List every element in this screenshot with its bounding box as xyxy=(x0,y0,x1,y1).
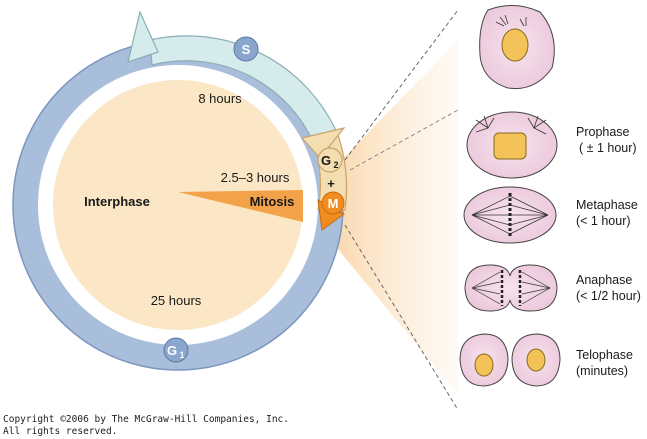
telophase-cells xyxy=(459,333,561,387)
copyright-line-1: Copyright ©2006 by The McGraw-Hill Compa… xyxy=(3,414,289,425)
guide-line-bottom xyxy=(344,224,459,411)
stage-metaphase: Metaphase (< 1 hour) xyxy=(576,197,638,229)
mitosis-label: Mitosis xyxy=(250,194,295,209)
g2-m-plus: + xyxy=(327,176,335,191)
s-arrow-head xyxy=(127,10,159,63)
copyright-notice: Copyright ©2006 by The McGraw-Hill Compa… xyxy=(3,414,289,438)
metaphase-cell xyxy=(463,186,557,244)
svg-text:G: G xyxy=(167,343,177,358)
svg-text:G: G xyxy=(321,153,331,168)
svg-text:2: 2 xyxy=(333,160,338,170)
stage-duration: (< 1/2 hour) xyxy=(576,289,641,303)
stage-prophase: Prophase ( ± 1 hour) xyxy=(576,124,637,156)
anaphase-cell xyxy=(464,264,558,312)
guide-line-top xyxy=(344,9,459,161)
stage-duration: (< 1 hour) xyxy=(576,214,631,228)
stage-name: Telophase xyxy=(576,348,633,362)
duration-g2-m: 2.5–3 hours xyxy=(221,170,290,185)
g1-badge: G 1 xyxy=(163,337,189,363)
stage-name: Metaphase xyxy=(576,198,638,212)
stage-duration: (minutes) xyxy=(576,364,629,378)
copyright-line-2: All rights reserved. xyxy=(3,426,118,437)
mitosis-wedge xyxy=(178,190,303,222)
svg-text:M: M xyxy=(328,196,339,211)
interphase-disc xyxy=(47,74,309,336)
interphase-cell xyxy=(479,5,555,90)
svg-text:S: S xyxy=(242,42,251,57)
stage-telophase: Telophase (minutes) xyxy=(576,347,633,379)
interphase-label: Interphase xyxy=(84,194,150,209)
s-badge: S xyxy=(233,36,259,62)
prophase-cell xyxy=(466,111,558,179)
duration-s: 8 hours xyxy=(198,91,242,106)
mitosis-beam xyxy=(300,40,458,395)
stage-name: Prophase xyxy=(576,125,630,139)
stage-duration: ( ± 1 hour) xyxy=(579,141,637,155)
m-badge: M xyxy=(321,191,345,215)
stage-name: Anaphase xyxy=(576,273,633,287)
svg-text:1: 1 xyxy=(179,350,184,360)
stage-anaphase: Anaphase (< 1/2 hour) xyxy=(576,272,641,304)
g2-arrow-head xyxy=(300,127,346,159)
duration-g1: 25 hours xyxy=(151,293,202,308)
g2-badge: G 2 xyxy=(317,147,343,173)
